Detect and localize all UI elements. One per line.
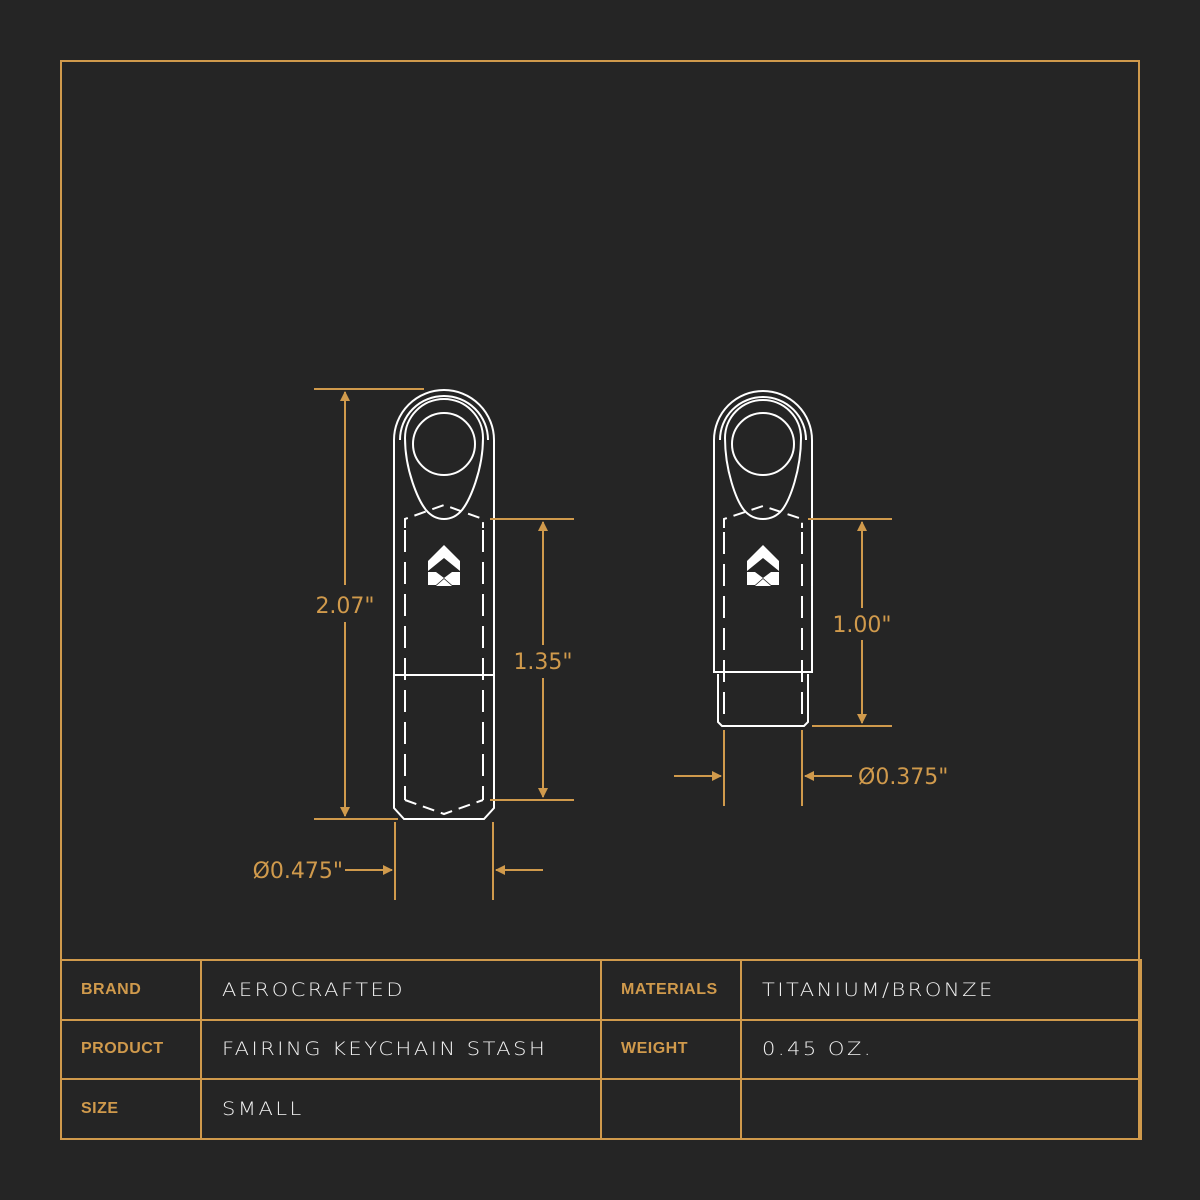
large-keychain-part [393, 389, 495, 820]
overall-length-label: 2.07" [315, 594, 374, 619]
stash-length-large-label: 1.35" [513, 650, 572, 675]
spec-row-size: SIZE SMALL [60, 1078, 1142, 1140]
brand-value-text: AEROCRAFTED [222, 979, 406, 1001]
product-label: PRODUCT [60, 1018, 202, 1081]
size-value-text: SMALL [222, 1098, 304, 1120]
spec-row-brand: BRAND AEROCRAFTED MATERIALS TITANIUM/BRO… [60, 959, 1142, 1021]
diameter-large-label: Ø0.475" [253, 859, 343, 884]
stash-length-small-label: 1.00" [832, 613, 891, 638]
size-label: SIZE [60, 1078, 202, 1140]
spec-table: BRAND AEROCRAFTED MATERIALS TITANIUM/BRO… [60, 959, 1142, 1140]
brand-value: AEROCRAFTED [200, 959, 602, 1021]
materials-label: MATERIALS [600, 959, 742, 1021]
empty-label-cell [600, 1078, 742, 1140]
aerocrafted-logo-icon-small [747, 545, 779, 586]
product-value: FAIRING KEYCHAIN STASH [200, 1018, 602, 1081]
materials-value: TITANIUM/BRONZE [740, 959, 1142, 1021]
spec-row-product: PRODUCT FAIRING KEYCHAIN STASH WEIGHT 0.… [60, 1018, 1142, 1081]
aerocrafted-logo-icon [428, 545, 460, 586]
product-value-text: FAIRING KEYCHAIN STASH [222, 1038, 548, 1061]
empty-value-cell [740, 1078, 1142, 1140]
small-keychain-part [713, 390, 813, 727]
size-value: SMALL [200, 1078, 602, 1140]
dimension-lines-small [674, 518, 892, 806]
weight-value-text: 0.45 OZ. [762, 1038, 874, 1061]
weight-label: WEIGHT [600, 1018, 742, 1081]
diameter-small-label: Ø0.375" [858, 765, 948, 790]
dimension-lines-large [314, 388, 574, 900]
weight-value: 0.45 OZ. [740, 1018, 1142, 1081]
materials-value-text: TITANIUM/BRONZE [762, 979, 995, 1001]
brand-label: BRAND [60, 959, 202, 1021]
drawing-frame [60, 60, 1140, 1140]
